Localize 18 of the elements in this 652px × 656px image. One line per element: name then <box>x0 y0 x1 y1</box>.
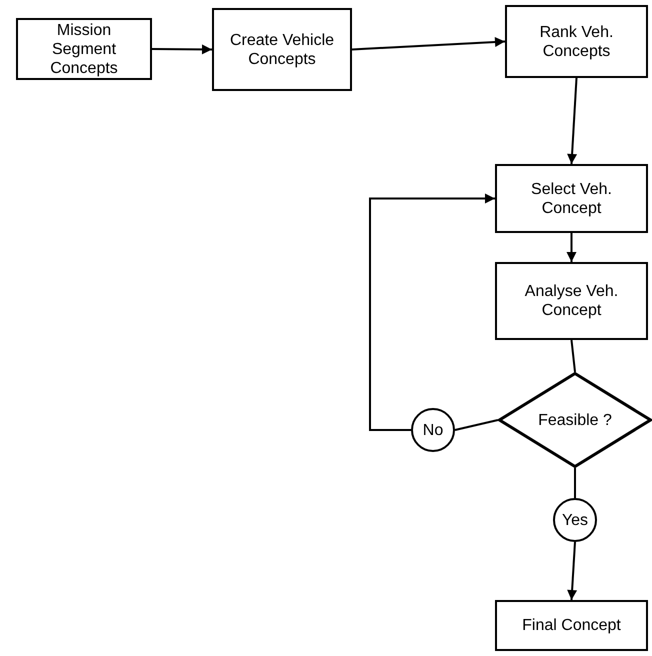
arrow <box>352 37 506 50</box>
decision-label-circle: Yes <box>553 498 597 542</box>
arrow <box>152 44 212 54</box>
process-box: Final Concept <box>495 600 648 651</box>
decision-diamond: Feasible ? <box>498 372 652 468</box>
connector-line <box>574 468 576 498</box>
process-box: Mission Segment Concepts <box>16 18 152 80</box>
arrow <box>567 78 578 164</box>
process-box: Rank Veh. Concepts <box>505 5 648 78</box>
decision-label-circle: No <box>411 408 455 452</box>
connector-line <box>570 340 576 372</box>
connector-line <box>454 419 498 431</box>
arrow <box>567 542 578 600</box>
process-box: Analyse Veh. Concept <box>495 262 648 340</box>
arrow <box>566 233 576 262</box>
process-box: Select Veh. Concept <box>495 164 648 233</box>
arrow <box>369 194 495 431</box>
process-box: Create Vehicle Concepts <box>212 8 352 91</box>
